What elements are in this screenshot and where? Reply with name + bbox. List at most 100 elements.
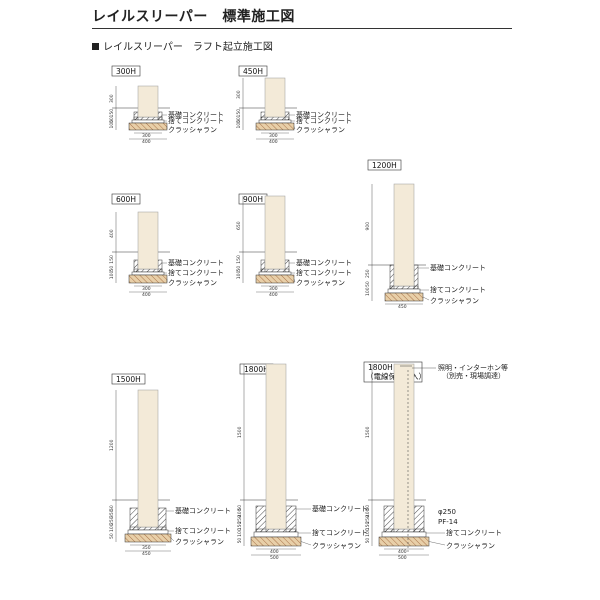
diagram-900h: 900H65015050100300400基礎コンクリート捨てコンクリートクラッ… bbox=[236, 193, 352, 298]
dimension-text: 250 bbox=[365, 269, 371, 278]
dimension-text: 50 bbox=[365, 538, 371, 544]
leader-crusher bbox=[293, 278, 296, 283]
label-leveling-concrete: 捨てコンクリート bbox=[430, 285, 486, 294]
width-text: 400 bbox=[142, 139, 151, 145]
dimension-text: 250 bbox=[365, 515, 371, 524]
section-heading: レイルスリーパー ラフト起立施工図 bbox=[92, 38, 273, 53]
dimension-text: 150 bbox=[236, 109, 242, 118]
crusher-run-layer bbox=[255, 274, 295, 284]
foundation-concrete-right bbox=[157, 507, 167, 531]
width-text: 400 bbox=[398, 549, 407, 555]
width-text: 400 bbox=[270, 549, 279, 555]
crusher-run-layer bbox=[128, 122, 168, 131]
diagram-label-box bbox=[111, 65, 141, 77]
foundation-concrete-base bbox=[383, 528, 425, 533]
diagram-1500h: 1500H12005035025010050350450基礎コンクリート捨てコン… bbox=[109, 373, 231, 557]
sleeper-post bbox=[265, 363, 287, 530]
sleeper-post bbox=[137, 389, 159, 528]
dimension-text: 650 bbox=[236, 221, 242, 230]
dimension-text: 150 bbox=[237, 522, 243, 531]
width-text: 300 bbox=[142, 133, 151, 139]
leveling-concrete bbox=[131, 119, 165, 124]
crusher-run-layer bbox=[255, 122, 295, 131]
dimension-text: 50 bbox=[109, 266, 115, 272]
dimension-text: 50 bbox=[109, 117, 115, 123]
leader-crusher bbox=[422, 296, 430, 301]
label-leveling-concrete: 捨てコンクリート bbox=[175, 526, 231, 535]
width-text: 400 bbox=[269, 139, 278, 145]
label-leveling-concrete: 捨てコンクリート bbox=[312, 528, 368, 537]
label-foundation-concrete: 基礎コンクリート bbox=[312, 504, 368, 513]
diagram-450h: 450H30015050100300400基礎コンクリート捨てコンクリートクラッ… bbox=[236, 65, 352, 145]
width-text: 500 bbox=[270, 555, 279, 561]
diagram-300h: 300H30015050100300400基礎コンクリート捨てコンクリートクラッ… bbox=[109, 65, 224, 145]
leader-crusher bbox=[300, 541, 312, 546]
label-lighting-note: （別売・現場調達） bbox=[442, 371, 505, 380]
dimension-text: 150 bbox=[365, 522, 371, 531]
crusher-run-layer bbox=[250, 536, 302, 547]
foundation-concrete-right bbox=[413, 264, 419, 290]
leveling-concrete bbox=[131, 271, 165, 276]
label-crusher-run: クラッシャラン bbox=[175, 538, 224, 546]
label-foundation-concrete: 基礎コンクリート bbox=[175, 506, 231, 515]
width-text: 300 bbox=[142, 286, 151, 292]
diagram-label: 1200H bbox=[372, 161, 397, 170]
dimension-text: 50 bbox=[365, 505, 371, 511]
dimension-text: 400 bbox=[109, 229, 115, 238]
sleeper-post bbox=[264, 195, 286, 270]
foundation-concrete-base bbox=[255, 528, 297, 533]
dimension-text: 400 bbox=[365, 508, 371, 517]
dimension-text: 50 bbox=[237, 505, 243, 511]
dimension-text: 1500 bbox=[237, 426, 243, 438]
foundation-concrete-base bbox=[133, 268, 163, 273]
foundation-concrete-left bbox=[389, 264, 395, 290]
dimension-text: 50 bbox=[236, 266, 242, 272]
page-title: レイルスリーパー 標準施工図 bbox=[92, 9, 295, 25]
diagram-label: 300H bbox=[116, 67, 136, 76]
dimension-text: 50 bbox=[109, 505, 115, 511]
leveling-concrete bbox=[258, 271, 292, 276]
diagram-label-box bbox=[367, 159, 402, 171]
foundation-concrete-base bbox=[260, 268, 290, 273]
leveling-concrete bbox=[253, 531, 299, 538]
dimension-text: 150 bbox=[109, 255, 115, 264]
diagram-1800h-conduit: 1800H（電線保護管入）照明・インターホン等（別売・現場調達）φ250PF-1… bbox=[363, 361, 508, 561]
diagram-label: 600H bbox=[116, 195, 136, 204]
dimension-text: 100 bbox=[237, 528, 243, 537]
dimension-text: 300 bbox=[109, 94, 115, 103]
diagram-label-box bbox=[111, 193, 141, 205]
dimension-text: 100 bbox=[365, 287, 371, 296]
dimension-text: 1200 bbox=[109, 439, 115, 451]
dimension-text: 100 bbox=[236, 120, 242, 129]
label-phi250: φ250 bbox=[438, 508, 456, 516]
diagram-label: 1800H bbox=[244, 365, 269, 374]
leader-crusher bbox=[170, 537, 175, 542]
label-foundation-concrete: 基礎コンクリート bbox=[168, 258, 224, 267]
leveling-concrete bbox=[387, 288, 421, 294]
dimension-text: 150 bbox=[236, 255, 242, 264]
width-text: 350 bbox=[142, 545, 151, 551]
dimension-text: 100 bbox=[109, 271, 115, 280]
diagram-label-box bbox=[238, 65, 268, 77]
diagram-1200h: 1200H90025050100450基礎コンクリート捨てコンクリートクラッシャ… bbox=[365, 159, 486, 310]
label-crusher-run: クラッシャラン bbox=[168, 279, 217, 287]
crusher-run-layer bbox=[124, 533, 172, 543]
crusher-run-layer bbox=[378, 536, 430, 547]
foundation-concrete-left bbox=[129, 507, 139, 531]
dimension-text: 250 bbox=[237, 515, 243, 524]
width-text: 500 bbox=[398, 555, 407, 561]
title-underline bbox=[92, 28, 512, 29]
leader-crusher bbox=[293, 126, 296, 130]
leveling-concrete bbox=[381, 531, 427, 538]
dimension-text: 400 bbox=[237, 508, 243, 517]
width-text: 450 bbox=[398, 304, 407, 310]
dimension-text: 350 bbox=[109, 509, 115, 518]
foundation-concrete-base bbox=[260, 116, 290, 121]
label-foundation-concrete: 基礎コンクリート bbox=[168, 110, 224, 119]
leveling-concrete bbox=[258, 119, 292, 124]
diagram-label: 450H bbox=[243, 67, 263, 76]
crusher-run-layer bbox=[128, 274, 168, 284]
label-crusher-run: クラッシャラン bbox=[446, 542, 495, 550]
label-crusher-run: クラッシャラン bbox=[168, 126, 217, 134]
